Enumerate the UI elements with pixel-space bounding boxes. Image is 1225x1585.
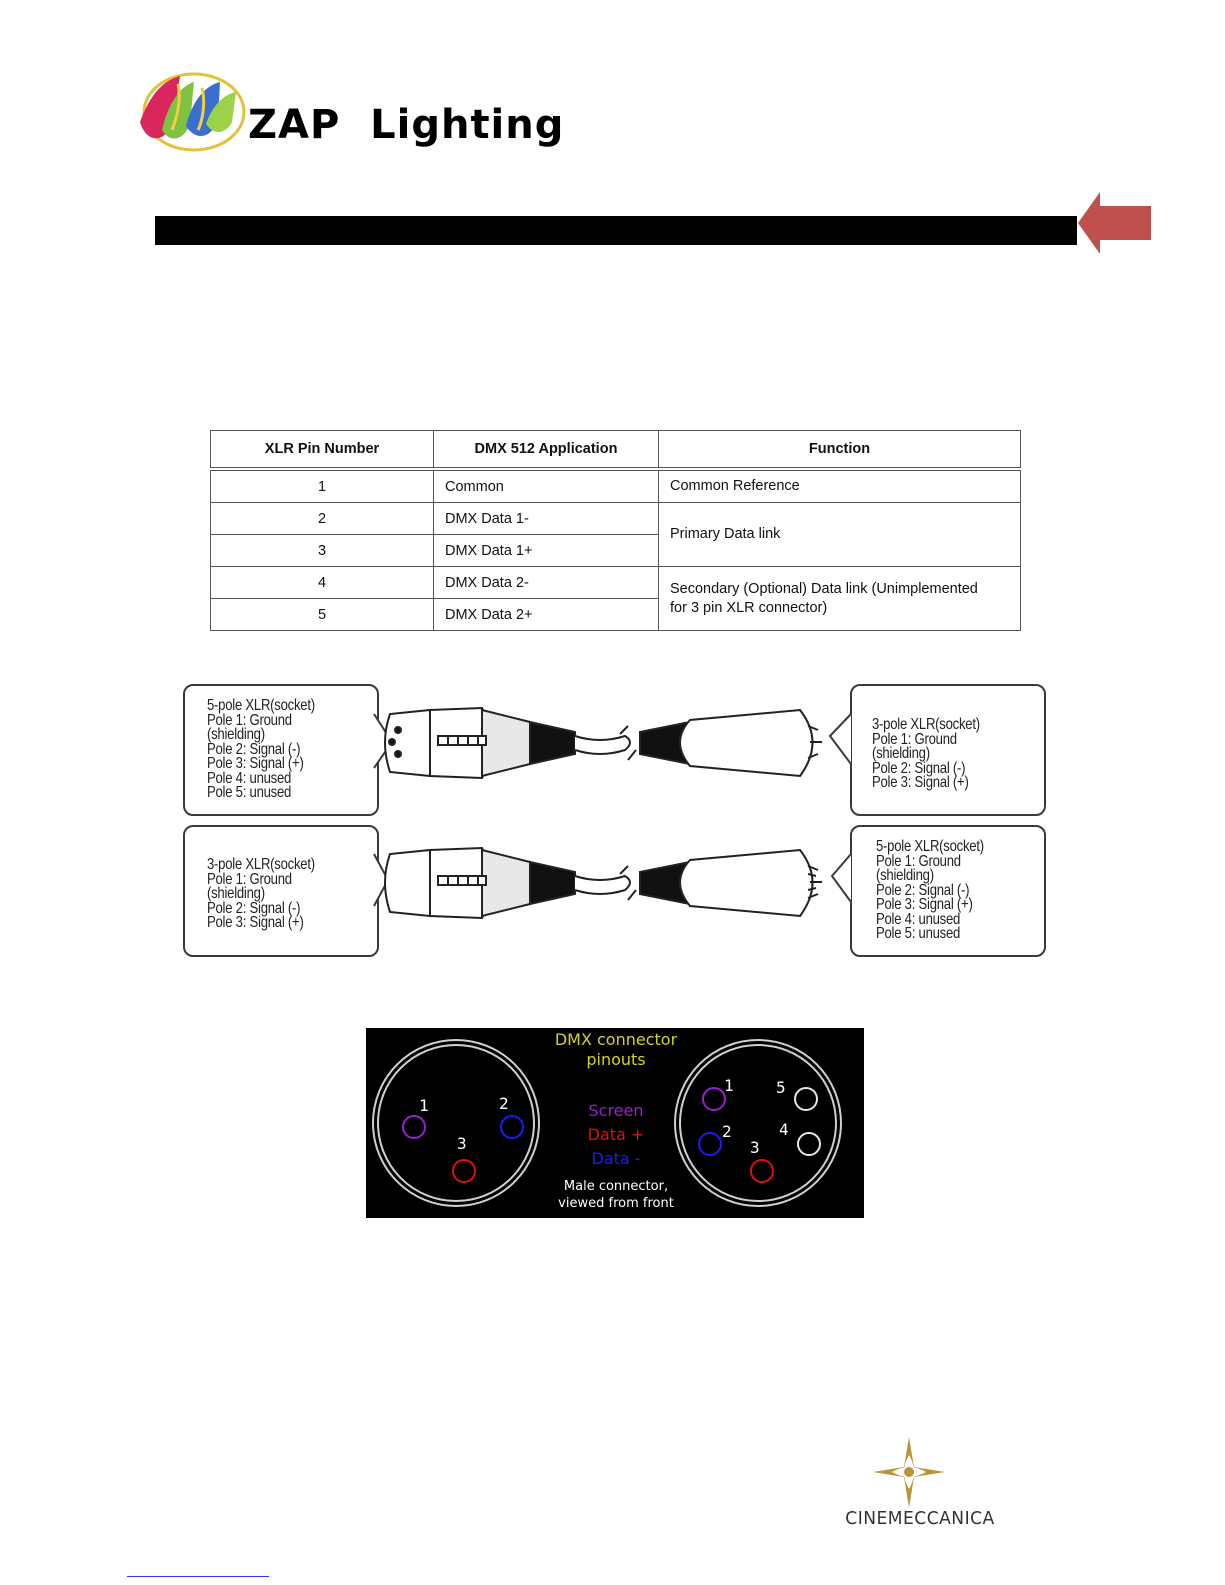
table-row: 1 Common Common Reference — [210, 468, 1021, 503]
dmx-application: DMX Data 2- — [433, 566, 659, 599]
dmx-pinout-panel: 1 2 3 1 2 3 4 5 DMX connector pinouts Sc… — [366, 1028, 864, 1218]
spec-line: 5-pole XLR(socket) — [876, 838, 984, 855]
pin-data-minus-circle — [500, 1115, 524, 1139]
pinout-caption: Male connector, viewed from front — [536, 1178, 696, 1212]
spec-line: Pole 3: Signal (+) — [876, 896, 973, 913]
dmx-application: DMX Data 1+ — [433, 534, 659, 567]
spec-line: Pole 2: Signal (-) — [207, 899, 301, 917]
pinout-title-line: DMX connector — [554, 1030, 678, 1049]
header-function: Function — [658, 430, 1021, 470]
pin-unused-circle — [794, 1087, 818, 1111]
pin-unused-circle — [797, 1132, 821, 1156]
xlr-connector-5pin-male — [384, 706, 576, 780]
spec-line: Pole 2: Signal (-) — [872, 759, 966, 777]
cinemeccanica-star-logo-icon — [873, 1437, 945, 1508]
pin-label: 3 — [750, 1138, 760, 1157]
connector-pinout-drawing — [372, 1039, 842, 1207]
dmx-application: DMX Data 1- — [433, 502, 659, 535]
spec-line: Pole 2: Signal (-) — [876, 881, 970, 899]
pin-number: 4 — [210, 566, 434, 599]
pinout-caption-line: Male connector, — [563, 1179, 669, 1194]
pin-label: 1 — [724, 1076, 734, 1095]
dmx-application: DMX Data 2+ — [433, 598, 659, 631]
pin-label: 2 — [722, 1122, 732, 1141]
pin-screen-circle — [402, 1115, 426, 1139]
cable-spec-top-left: 5-pole XLR(socket) Pole 1: Ground (shiel… — [207, 697, 315, 801]
spec-line: Pole 5: unused — [207, 784, 292, 801]
spec-line: 3-pole XLR(socket) — [207, 856, 315, 873]
spec-line: (shielding) — [876, 867, 934, 884]
pin-data-plus-circle — [452, 1159, 476, 1183]
pin-number: 3 — [210, 534, 434, 567]
pin-label: 5 — [776, 1078, 786, 1097]
pin-function: Common Reference — [658, 468, 1021, 503]
pinout-title-line: pinouts — [586, 1050, 646, 1069]
xlr-cable-drawing — [373, 706, 852, 920]
header-bar — [155, 216, 1077, 245]
pin-screen-circle — [702, 1087, 726, 1111]
spec-line: Pole 3: Signal (+) — [872, 774, 969, 791]
spec-line: Pole 1: Ground — [872, 730, 957, 748]
header-xlr-pin-number: XLR Pin Number — [210, 430, 434, 470]
spec-line: 3-pole XLR(socket) — [872, 716, 980, 733]
callout-top-left — [183, 684, 379, 816]
callout-bottom-right — [850, 825, 1046, 957]
spec-line: Pole 4: unused — [207, 769, 292, 787]
footer-link-underline[interactable] — [127, 1576, 269, 1577]
pinout-caption-line: viewed from front — [558, 1196, 674, 1211]
spec-line: (shielding) — [872, 745, 930, 762]
pin-data-plus-circle — [750, 1159, 774, 1183]
xlr-connector-3pin-female — [639, 708, 822, 778]
xlr-connector-5pin-female — [639, 848, 822, 918]
pin-label: 2 — [499, 1094, 509, 1113]
header-dmx-application: DMX 512 Application — [433, 430, 659, 470]
pin-label: 3 — [457, 1134, 467, 1153]
legend-data-plus: Data + — [587, 1125, 645, 1144]
table-row: 5 DMX Data 2+ — [210, 598, 1021, 631]
pin-function: Secondary (Optional) Data link (Unimplem… — [658, 566, 1021, 631]
pin-function: Primary Data link — [658, 502, 1021, 567]
cable-spec-bottom-left: 3-pole XLR(socket) Pole 1: Ground (shiel… — [207, 856, 315, 931]
spec-line: Pole 5: unused — [876, 925, 961, 942]
cinemeccanica-wordmark: CINEMECCANICA — [845, 1508, 995, 1529]
spec-line: Pole 1: Ground — [207, 711, 292, 729]
pin-data-minus-circle — [698, 1132, 722, 1156]
spec-line: Pole 4: unused — [876, 910, 961, 928]
spec-line: 5-pole XLR(socket) — [207, 697, 315, 714]
pin-number: 1 — [210, 468, 434, 503]
legend-screen: Screen — [588, 1101, 644, 1120]
spec-line: Pole 1: Ground — [876, 852, 961, 870]
pin-label: 1 — [419, 1096, 429, 1115]
xlr-connector-3pin-male — [384, 846, 576, 920]
dmx-application: Common — [433, 468, 659, 503]
xlr-pin-table: XLR Pin Number DMX 512 Application Funct… — [210, 430, 1021, 631]
table-row: 4 DMX Data 2- Secondary (Optional) Data … — [210, 566, 1021, 631]
spec-line: Pole 3: Signal (+) — [207, 755, 304, 772]
cable-spec-top-right: 3-pole XLR(socket) Pole 1: Ground (shiel… — [872, 716, 980, 791]
zap-lighting-brush-logo-icon — [140, 72, 246, 152]
table-row: 2 DMX Data 1- Primary Data link — [210, 502, 1021, 567]
callout-top-right — [850, 684, 1046, 816]
left-arrow-icon[interactable] — [1078, 192, 1151, 254]
legend-data-minus: Data - — [591, 1149, 641, 1168]
spec-line: Pole 3: Signal (+) — [207, 914, 304, 931]
pin-function-line: Secondary (Optional) Data link (Unimplem… — [670, 580, 978, 597]
pin-function-line: for 3 pin XLR connector) — [670, 599, 828, 616]
pinout-title: DMX connector pinouts — [531, 1030, 701, 1070]
spec-line: Pole 1: Ground — [207, 870, 292, 888]
pin-number: 5 — [210, 598, 434, 631]
spec-line: (shielding) — [207, 726, 265, 743]
spec-line: (shielding) — [207, 885, 265, 902]
spec-line: Pole 2: Signal (-) — [207, 740, 301, 758]
pin-label: 4 — [779, 1120, 789, 1139]
cable-spec-bottom-right: 5-pole XLR(socket) Pole 1: Ground (shiel… — [876, 838, 984, 942]
table-row: 3 DMX Data 1+ — [210, 534, 1021, 567]
brand-name: ZAP Lighting — [248, 102, 565, 148]
pin-number: 2 — [210, 502, 434, 535]
